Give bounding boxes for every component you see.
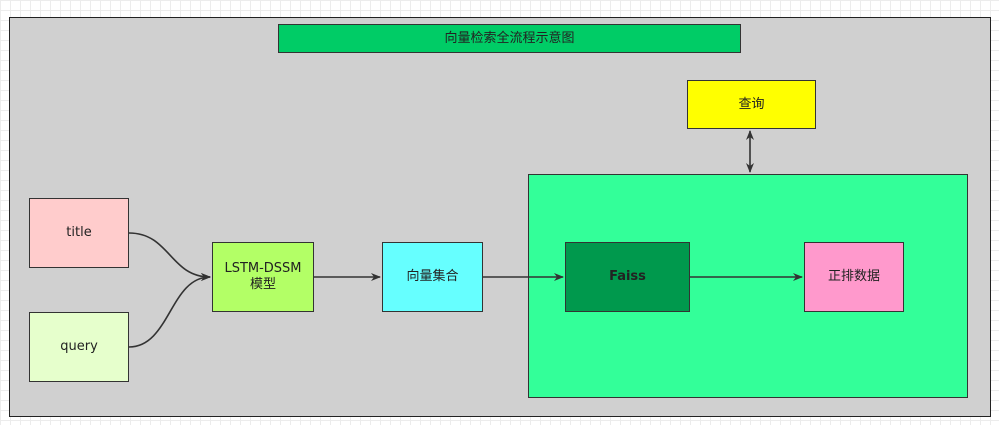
query-input-node: query <box>29 312 129 382</box>
query-node-label: 查询 <box>738 96 765 112</box>
vector-set-node: 向量集合 <box>382 242 483 312</box>
forward-index-label: 正排数据 <box>827 269 880 284</box>
lstm-dssm-model-node: LSTM-DSSM 模型 <box>212 242 314 312</box>
query-node: 查询 <box>687 80 816 129</box>
model-label-line1: LSTM-DSSM <box>224 261 302 276</box>
query-input-label: query <box>60 339 98 354</box>
faiss-node: Faiss <box>565 242 690 312</box>
title-input-node: title <box>29 198 129 268</box>
title-input-label: title <box>66 225 92 240</box>
vector-set-label: 向量集合 <box>406 269 459 284</box>
forward-index-node: 正排数据 <box>804 242 904 312</box>
lstm-dssm-model-label: LSTM-DSSM 模型 <box>224 261 301 293</box>
diagram-title-text: 向量检索全流程示意图 <box>444 30 575 46</box>
diagram-title: 向量检索全流程示意图 <box>278 24 741 53</box>
model-label-line2: 模型 <box>249 277 276 292</box>
faiss-label: Faiss <box>609 269 646 284</box>
